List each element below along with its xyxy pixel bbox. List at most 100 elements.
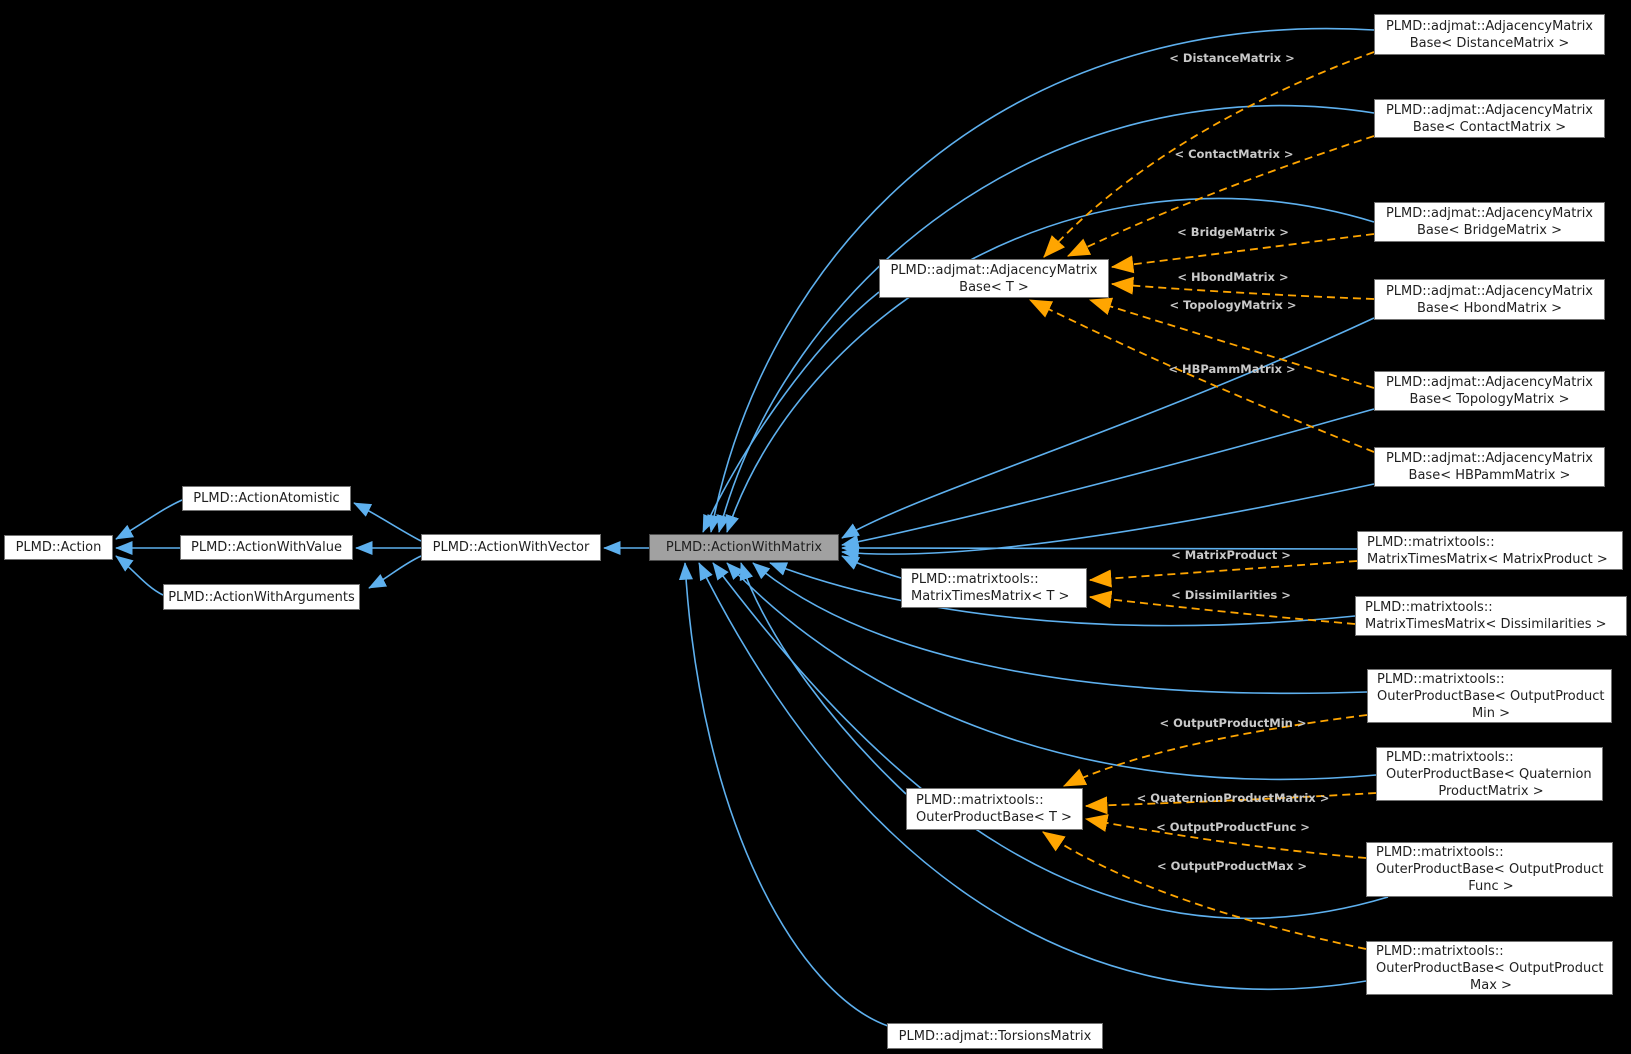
node-label: MatrixTimesMatrix< T >: [911, 589, 1070, 604]
edge-template-hbpamm: [1028, 299, 1375, 453]
node-label: PLMD::adjmat::AdjacencyMatrix: [1385, 451, 1594, 466]
template-arg-label-outputmin: < OutputProductMin >: [1159, 716, 1307, 730]
node-label: Base< BridgeMatrix >: [1416, 223, 1562, 238]
node-label: PLMD::adjmat::AdjacencyMatrix: [1385, 102, 1594, 118]
edge-opbquat-to-withmatrix: [726, 562, 1377, 781]
template-arg-label-hbpamm: < HBPammMatrix >: [1168, 362, 1296, 376]
edge-template-dissimilarities: [1088, 590, 1356, 625]
node-matrix-times-matrix-t[interactable]: PLMD::matrixtools:: MatrixTimesMatrix< T…: [901, 568, 1087, 608]
node-matrix-times-matrix-product[interactable]: PLMD::matrixtools:: MatrixTimesMatrix< M…: [1357, 531, 1623, 570]
node-torsions-matrix[interactable]: PLMD::adjmat::TorsionsMatrix: [887, 1023, 1103, 1049]
edge-template-quaternion: [1084, 792, 1377, 815]
edge-opbfunc-to-withmatrix: [712, 562, 1389, 920]
node-label: Base< HBPammMatrix >: [1408, 468, 1571, 483]
node-adjacency-matrix-base-distance[interactable]: PLMD::adjmat::AdjacencyMatrix Base< Dist…: [1374, 14, 1605, 55]
template-arg-label-bridge: < BridgeMatrix >: [1177, 225, 1289, 239]
node-label: PLMD::adjmat::AdjacencyMatrix: [1385, 18, 1594, 34]
node-adjacency-matrix-base-contact[interactable]: PLMD::adjmat::AdjacencyMatrix Base< Cont…: [1374, 99, 1605, 138]
node-label: PLMD::matrixtools::: [1386, 749, 1514, 765]
node-label: PLMD::Action: [15, 540, 102, 555]
node-label: OuterProductBase< OutputProduct: [1377, 688, 1605, 704]
node-adjacency-matrix-base-topology[interactable]: PLMD::adjmat::AdjacencyMatrix Base< Topo…: [1374, 371, 1605, 411]
node-outer-product-base-output-min[interactable]: PLMD::matrixtools:: OuterProductBase< Ou…: [1367, 669, 1612, 723]
node-label: PLMD::ActionAtomistic: [193, 491, 340, 506]
node-adjacency-matrix-base-hbpamm[interactable]: PLMD::adjmat::AdjacencyMatrix Base< HBPa…: [1374, 447, 1605, 487]
template-arg-label-matrixproduct: < MatrixProduct >: [1171, 548, 1291, 562]
node-label: PLMD::matrixtools::: [1377, 671, 1505, 687]
node-action-atomistic[interactable]: PLMD::ActionAtomistic: [182, 486, 351, 511]
node-action-with-arguments[interactable]: PLMD::ActionWithArguments: [163, 584, 360, 610]
node-outer-product-base-output-max[interactable]: PLMD::matrixtools:: OuterProductBase< Ou…: [1366, 941, 1613, 995]
node-label: PLMD::matrixtools::: [1367, 534, 1495, 550]
template-arg-label-topology: < TopologyMatrix >: [1169, 298, 1297, 312]
edge-atomistic-to-action: [115, 499, 183, 540]
node-outer-product-base-output-func[interactable]: PLMD::matrixtools:: OuterProductBase< Ou…: [1366, 842, 1613, 897]
edge-template-matrixproduct: [1088, 560, 1358, 588]
node-action-with-vector[interactable]: PLMD::ActionWithVector: [421, 534, 601, 561]
edge-mtmproduct-to-withmatrix: [841, 540, 1358, 556]
node-label: Base< ContactMatrix >: [1412, 119, 1567, 135]
node-label: PLMD::ActionWithMatrix: [665, 540, 823, 555]
edge-template-bridge: [1110, 233, 1375, 274]
edge-opbmin-to-withmatrix: [752, 562, 1368, 695]
node-label: Base< HbondMatrix >: [1416, 300, 1563, 316]
edge-opbt-to-withmatrix: [739, 562, 907, 795]
edge-template-distance: [1043, 51, 1375, 258]
node-label: PLMD::adjmat::AdjacencyMatrix: [890, 262, 1098, 278]
node-label: Max >: [1470, 977, 1512, 993]
node-label: Min >: [1471, 705, 1511, 721]
node-label: OuterProductBase< T >: [916, 810, 1072, 825]
node-action-with-matrix[interactable]: PLMD::ActionWithMatrix: [649, 534, 839, 561]
node-label: PLMD::matrixtools::: [1376, 943, 1504, 959]
edge-distance-to-withmatrix: [707, 27, 1375, 533]
node-label: OuterProductBase< OutputProduct: [1376, 960, 1604, 976]
node-action-with-value[interactable]: PLMD::ActionWithValue: [180, 535, 353, 560]
node-adjacency-matrix-base-bridge[interactable]: PLMD::adjmat::AdjacencyMatrix Base< Brid…: [1374, 202, 1605, 242]
node-plmd-action[interactable]: PLMD::Action: [4, 535, 113, 560]
edge-mtmt-to-withmatrix: [841, 555, 902, 579]
template-arg-label-distance: < DistanceMatrix >: [1169, 51, 1295, 65]
node-label: Func >: [1468, 879, 1514, 894]
edge-template-contact: [1066, 135, 1375, 257]
node-label: PLMD::ActionWithArguments: [168, 589, 355, 605]
template-arg-label-contact: < ContactMatrix >: [1174, 147, 1294, 161]
template-arg-label-dissimilarities: < Dissimilarities >: [1171, 588, 1291, 602]
node-adjacency-matrix-base-hbond[interactable]: PLMD::adjmat::AdjacencyMatrix Base< Hbon…: [1374, 279, 1605, 320]
node-label: PLMD::adjmat::AdjacencyMatrix: [1385, 375, 1594, 390]
edge-withvector-to-withargs: [368, 555, 422, 589]
node-label: PLMD::adjmat::TorsionsMatrix: [898, 1028, 1092, 1044]
edge-contact-to-withmatrix: [716, 104, 1375, 533]
edge-withargs-to-action: [115, 555, 164, 596]
edge-topology-to-withmatrix: [841, 408, 1375, 549]
edge-template-outputmax: [1042, 831, 1367, 950]
node-label: Base< DistanceMatrix >: [1409, 35, 1570, 51]
node-label: PLMD::ActionWithVector: [432, 540, 590, 555]
node-label: PLMD::matrixtools::: [916, 793, 1044, 808]
node-label: PLMD::adjmat::AdjacencyMatrix: [1385, 206, 1594, 221]
node-label: OuterProductBase< OutputProduct: [1376, 862, 1604, 877]
edge-hbpamm-to-withmatrix: [841, 483, 1375, 561]
edge-template-hbond: [1110, 276, 1375, 300]
edge-torsions-to-withmatrix: [678, 562, 889, 1027]
node-adjacency-matrix-base-t[interactable]: PLMD::adjmat::AdjacencyMatrix Base< T >: [879, 259, 1109, 298]
node-label: PLMD::matrixtools::: [1376, 845, 1504, 860]
node-label: PLMD::ActionWithValue: [191, 540, 342, 555]
node-label: MatrixTimesMatrix< Dissimilarities >: [1365, 617, 1607, 632]
edge-opbmax-to-withmatrix: [698, 562, 1367, 990]
edge-hbond-to-withmatrix: [841, 317, 1375, 539]
node-label: OuterProductBase< Quaternion: [1386, 766, 1592, 782]
node-label: PLMD::adjmat::AdjacencyMatrix: [1385, 283, 1594, 299]
node-label: Base< T >: [959, 279, 1029, 295]
node-outer-product-base-t[interactable]: PLMD::matrixtools:: OuterProductBase< T …: [906, 788, 1083, 830]
edge-mtmdissim-to-withmatrix: [769, 562, 1356, 627]
edge-template-outputmin: [1062, 714, 1368, 787]
node-matrix-times-matrix-dissimilarities[interactable]: PLMD::matrixtools:: MatrixTimesMatrix< D…: [1355, 596, 1627, 636]
node-label: PLMD::matrixtools::: [1365, 600, 1493, 615]
node-label: ProductMatrix >: [1438, 783, 1544, 799]
template-arg-label-outputmax: < OutputProductMax >: [1156, 859, 1308, 873]
node-outer-product-base-quaternion[interactable]: PLMD::matrixtools:: OuterProductBase< Qu…: [1376, 747, 1603, 801]
edge-template-topology: [1088, 297, 1375, 389]
template-arg-label-hbond: < HbondMatrix >: [1177, 270, 1289, 284]
